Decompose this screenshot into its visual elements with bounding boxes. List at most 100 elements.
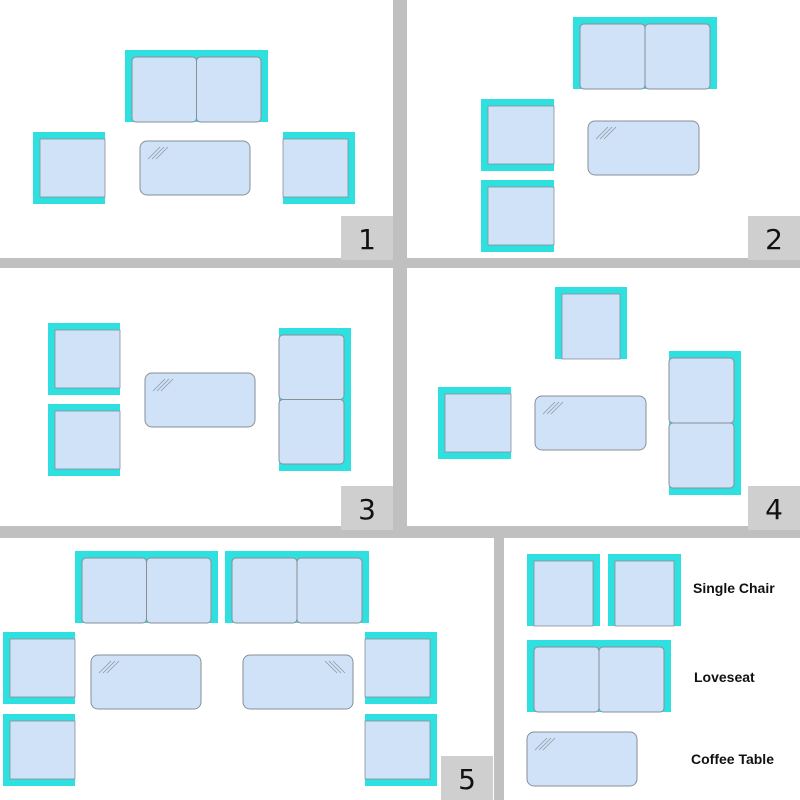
chair-cushion — [9, 638, 76, 698]
p4-loveseat — [668, 351, 741, 495]
p1-chair-left — [33, 132, 106, 204]
loveseat-cushion — [278, 334, 345, 400]
loveseat-cushion — [644, 23, 711, 90]
p5-chair-left-bottom — [3, 714, 76, 786]
legend-label-loveseat: Loveseat — [694, 669, 755, 685]
legend-coffee-table — [526, 731, 638, 787]
loveseat-cushion — [579, 23, 646, 90]
glare-line — [595, 126, 609, 140]
panel-number-badge — [341, 216, 393, 260]
chair-cushion — [364, 638, 431, 698]
p2-badge: 2 — [748, 216, 800, 260]
panel-number: 2 — [765, 223, 783, 256]
chair-cushion — [364, 720, 431, 780]
table-top — [526, 731, 638, 787]
glare-line — [147, 146, 161, 160]
legend-chair-2 — [608, 554, 681, 627]
panel-number: 3 — [358, 493, 376, 526]
table-top — [587, 120, 700, 176]
panel-number-badge — [748, 216, 800, 260]
p4-chair-left — [438, 387, 512, 459]
glare-line — [542, 737, 556, 751]
glare-line — [599, 126, 613, 140]
p5-chair-left-top — [3, 632, 76, 704]
loveseat-cushion — [598, 646, 665, 713]
p1-loveseat — [125, 50, 268, 123]
p3-chair-bottom — [48, 404, 121, 476]
glare-line — [328, 660, 342, 674]
chair-cushion — [561, 293, 621, 360]
table-top — [90, 654, 202, 710]
glare-line — [102, 660, 116, 674]
p5-chair-right-bottom — [364, 714, 437, 786]
p4-chair-top — [555, 287, 627, 360]
glare-line — [155, 146, 169, 160]
p4-coffee-table — [534, 395, 647, 451]
glare-line — [156, 378, 170, 392]
loveseat-cushion — [533, 646, 600, 713]
p5-badge: 5 — [441, 756, 493, 800]
chair-cushion — [487, 186, 555, 246]
table-top — [144, 372, 256, 428]
p2-coffee-table — [587, 120, 700, 176]
panel-number: 1 — [358, 223, 376, 256]
glare-line — [160, 378, 174, 392]
glare-line — [534, 737, 548, 751]
loveseat-cushion — [81, 557, 147, 624]
glare-line — [106, 660, 120, 674]
chair-cushion — [39, 138, 106, 198]
p3-badge: 3 — [341, 486, 393, 530]
legend-label-single-chair: Single Chair — [693, 580, 775, 596]
chair-cushion — [533, 560, 594, 627]
p3-loveseat — [278, 328, 351, 471]
chair-cushion — [282, 138, 349, 198]
chair-cushion — [487, 105, 555, 165]
p5-coffee-table-left — [90, 654, 202, 710]
chair-cushion — [444, 393, 512, 453]
loveseat-cushion — [146, 557, 212, 624]
loveseat-cushion — [668, 422, 735, 489]
p1-badge: 1 — [341, 216, 393, 260]
glare-line — [546, 401, 560, 415]
glare-line — [151, 146, 165, 160]
legend-loveseat — [527, 640, 671, 713]
table-top — [534, 395, 647, 451]
glare-line — [332, 660, 346, 674]
loveseat-cushion — [278, 399, 345, 465]
p2-loveseat — [573, 17, 717, 90]
p4-badge: 4 — [748, 486, 800, 530]
glare-line — [550, 401, 564, 415]
p5-loveseat-left — [75, 551, 218, 624]
loveseat-cushion — [131, 56, 197, 123]
panel-number: 4 — [765, 493, 783, 526]
table-top — [242, 654, 354, 710]
legend-label-coffee-table: Coffee Table — [691, 751, 774, 767]
panel-1 — [0, 0, 393, 258]
p1-coffee-table — [139, 140, 251, 196]
p2-chair-bottom — [481, 180, 555, 252]
loveseat-cushion — [196, 56, 262, 123]
table-top — [139, 140, 251, 196]
panel-number-badge — [748, 486, 800, 530]
p5-loveseat-right — [225, 551, 369, 624]
loveseat-cushion — [296, 557, 363, 624]
chair-cushion — [54, 410, 121, 470]
legend-chair-1 — [527, 554, 600, 627]
p5-chair-right-top — [364, 632, 437, 704]
glare-line — [542, 401, 556, 415]
glare-line — [324, 660, 338, 674]
glare-line — [98, 660, 112, 674]
loveseat-cushion — [231, 557, 298, 624]
p5-coffee-table-right — [242, 654, 354, 710]
chair-cushion — [614, 560, 675, 627]
chair-cushion — [9, 720, 76, 780]
p3-coffee-table — [144, 372, 256, 428]
p1-chair-right — [282, 132, 355, 204]
glare-line — [152, 378, 166, 392]
loveseat-cushion — [668, 357, 735, 424]
p2-chair-top — [481, 99, 555, 171]
p3-chair-top — [48, 323, 121, 395]
glare-line — [603, 126, 617, 140]
